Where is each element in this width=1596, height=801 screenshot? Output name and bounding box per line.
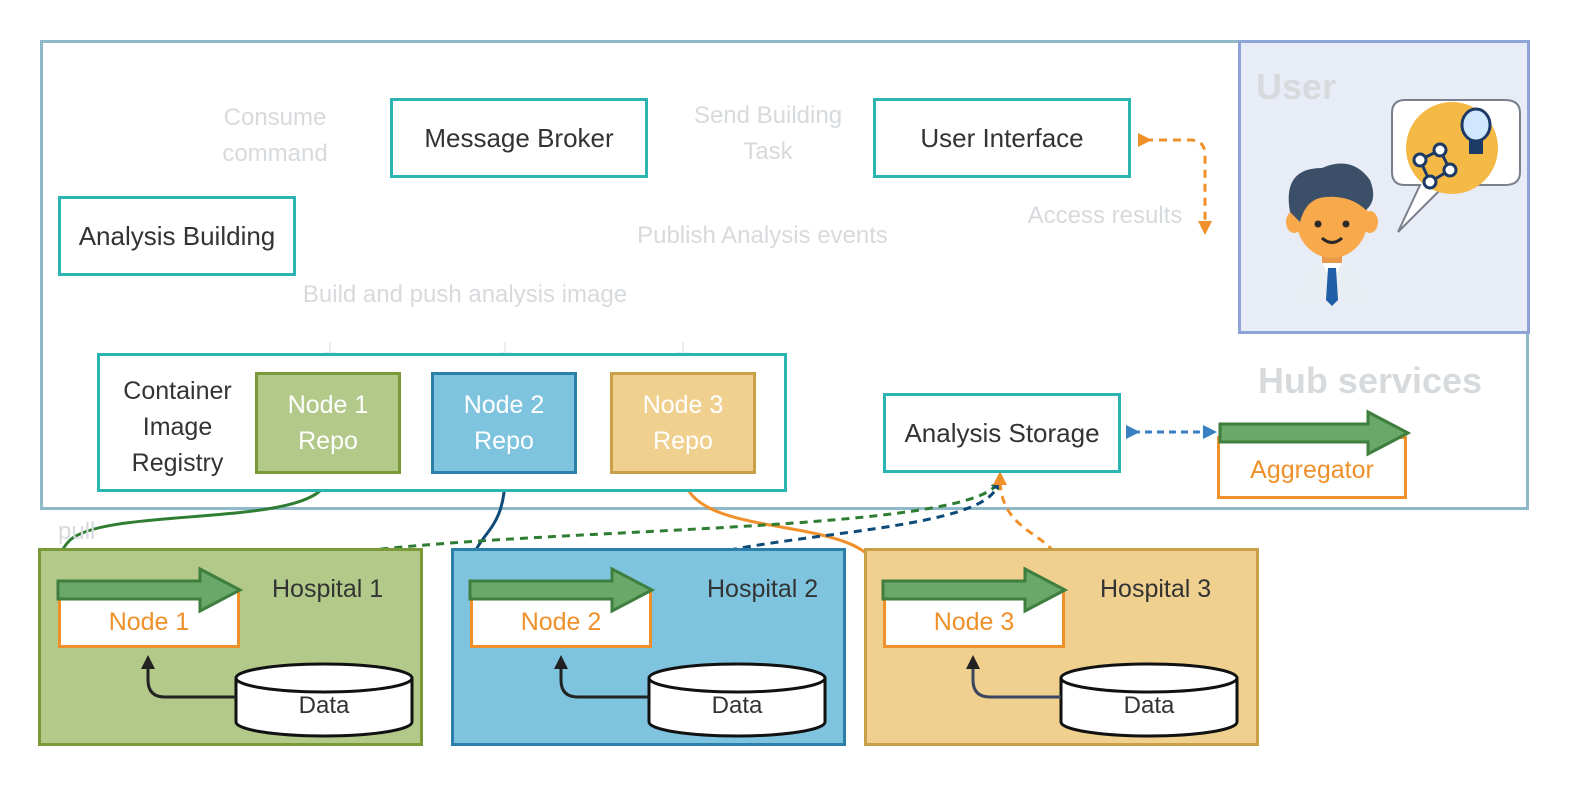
user-panel — [1238, 40, 1530, 334]
aggregator-label: Aggregator — [1250, 456, 1374, 484]
analysis-building-box: Analysis Building — [58, 196, 296, 276]
data-to-node-1-arrow — [141, 655, 236, 699]
analysis-building-label: Analysis Building — [78, 220, 276, 251]
data-cylinder-2 — [647, 662, 827, 738]
node1-storage-link — [237, 479, 1001, 588]
hospital-1-label: Hospital 1 — [272, 575, 384, 603]
publish-events-text: Publish Analysis events — [637, 222, 888, 249]
node-1-label: Node 1 — [108, 607, 190, 636]
send-building-task-text: Send Building Task — [693, 102, 843, 165]
repo-node-2-label: Node 2 Repo — [463, 391, 545, 455]
hospital-2-label: Hospital 2 — [707, 575, 819, 603]
access-results-arrow — [1138, 133, 1212, 235]
repo-node-3: Node 3 Repo — [610, 372, 756, 474]
analysis-storage-box: Analysis Storage — [883, 393, 1121, 473]
user-interface-box: User Interface — [873, 98, 1131, 178]
data-to-node-3-arrow — [966, 655, 1061, 699]
repo-node-2: Node 2 Repo — [431, 372, 577, 474]
message-broker-box: Message Broker — [390, 98, 648, 178]
message-broker-label: Message Broker — [424, 122, 614, 153]
hub-services-title: Hub services — [1257, 360, 1483, 401]
repo-node-1: Node 1 Repo — [255, 372, 401, 474]
data-label-1: Data — [298, 692, 350, 719]
data-label-3: Data — [1123, 692, 1175, 719]
user-avatar-icon — [1286, 99, 1521, 306]
node-2-arrow-icon — [468, 566, 656, 614]
node-1-arrow-icon — [56, 566, 244, 614]
user-interface-label: User Interface — [920, 122, 1084, 153]
consume-command-text: Consume command — [222, 104, 328, 167]
aggregator-arrow-icon — [1218, 409, 1412, 457]
user-title: User — [1256, 66, 1337, 107]
build-push-text: Build and push analysis image — [302, 281, 628, 308]
hospital-3-label: Hospital 3 — [1100, 575, 1212, 603]
registry-label: Container Image Registry — [123, 377, 232, 477]
analysis-storage-label: Analysis Storage — [904, 417, 1100, 448]
data-label-2: Data — [711, 692, 763, 719]
data-to-node-2-arrow — [554, 655, 649, 699]
pull-text: pull — [58, 518, 96, 545]
data-cylinder-1 — [234, 662, 414, 738]
node-3-label: Node 3 — [933, 607, 1015, 636]
node-3-arrow-icon — [881, 566, 1069, 614]
repo-node-3-label: Node 3 Repo — [642, 391, 724, 455]
node-2-label: Node 2 — [520, 607, 602, 636]
access-results-text: Access results — [1027, 202, 1183, 229]
repo-node-1-label: Node 1 Repo — [287, 391, 369, 455]
data-cylinder-3 — [1059, 662, 1239, 738]
